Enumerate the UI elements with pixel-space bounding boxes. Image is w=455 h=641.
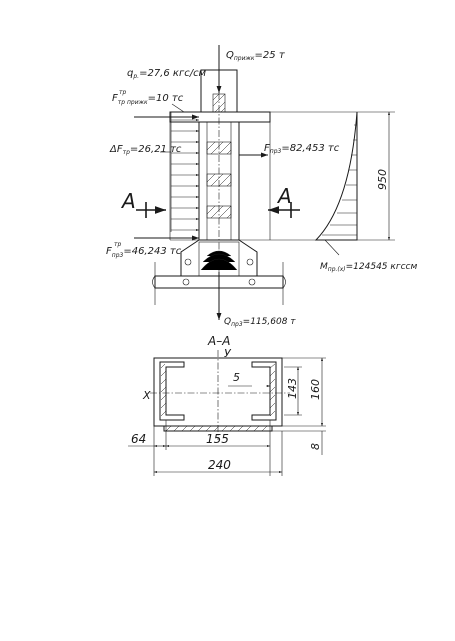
right-force-label: Fпр3=82,453 тс xyxy=(264,143,340,155)
top-load-label: Qприжк=25 т xyxy=(226,50,286,62)
friction-bottom-sup: тр xyxy=(114,241,121,248)
section-letter-left: А xyxy=(120,189,136,213)
column-assembly xyxy=(169,55,395,300)
section-letter-right: А xyxy=(276,184,292,208)
section-marker-right xyxy=(268,202,300,218)
friction-top-label: Fтр прижк=10 тс xyxy=(112,93,184,106)
dim-overall-240: 240 xyxy=(208,458,231,472)
section-dimensions xyxy=(128,357,326,476)
q-dist-leader xyxy=(171,103,185,113)
section-marker-left xyxy=(136,202,166,218)
bottom-reaction-label: Qпр3=115,608 т xyxy=(224,317,296,328)
pressure-arrows xyxy=(170,112,199,232)
column-base xyxy=(152,239,286,305)
dim-height-950: 950 xyxy=(376,169,389,190)
friction-top-sup: тр xyxy=(119,89,126,96)
dim-outer-160: 160 xyxy=(309,379,322,400)
cross-section xyxy=(150,350,290,440)
delta-f-label: ΔFтр=26,21 тс xyxy=(109,144,182,156)
dim-wall-5: 5 xyxy=(233,371,240,384)
axis-x-label: Х xyxy=(142,389,151,402)
friction-bottom-label: Fпр3=46,243 тс xyxy=(106,246,182,259)
moment-diagram xyxy=(314,111,391,256)
dim-inner-155: 155 xyxy=(206,432,229,446)
dim-inner-143: 143 xyxy=(286,378,299,399)
dim-flange-8: 8 xyxy=(309,443,322,450)
section-title: А–А xyxy=(207,334,230,348)
moment-label: Mпр.(х)=124545 кгссм xyxy=(320,262,417,273)
axis-y-label: У xyxy=(224,347,232,360)
dim-offset-64: 64 xyxy=(131,432,146,446)
q-dist-label: qр.=27,6 кгс/см xyxy=(127,68,207,80)
